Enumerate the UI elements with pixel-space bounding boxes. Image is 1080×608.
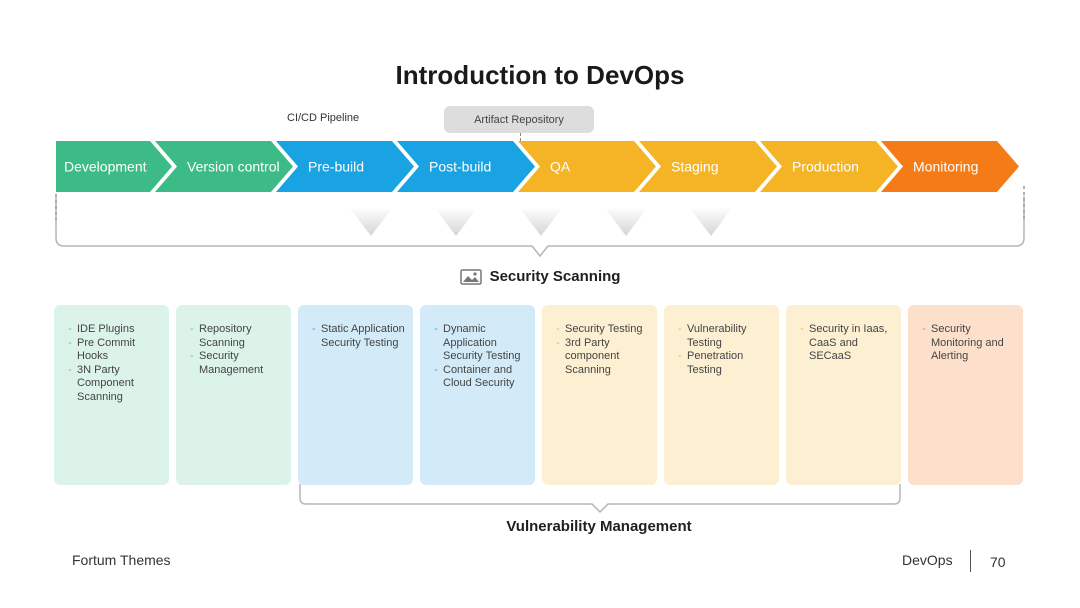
list-item: Repository Scanning [190,323,283,350]
list-item: Static Application Security Testing [312,323,405,350]
list-item: Pre Commit Hooks [68,337,161,364]
footer-brand: Fortum Themes [72,552,171,568]
stage-chevron-production [760,141,898,192]
card-version-control: Repository ScanningSecurity Management [176,305,291,485]
cicd-pipeline-label: CI/CD Pipeline [287,112,360,124]
list-item: 3rd Party component Scanning [556,337,649,378]
image-icon [459,268,482,285]
list-item: Security in Iaas, CaaS and SECaaS [800,323,893,364]
card-list: IDE PluginsPre Commit Hooks3N Party Comp… [68,323,161,404]
card-list: Repository ScanningSecurity Management [190,323,283,377]
card-list: Static Application Security Testing [312,323,405,350]
page-number: 70 [990,554,1006,570]
stage-chevron-version-control [155,141,293,192]
stage-label: Monitoring [913,159,978,175]
down-arrow-5 [689,207,733,236]
stage-chevron-qa [518,141,656,192]
artifact-connector [520,133,521,141]
stage-chevron-development [56,141,172,192]
stage-label: Pre-build [308,159,364,175]
footer-section: DevOps [902,552,953,568]
stage-label: Production [792,159,859,175]
card-post-build: Dynamic Application Security TestingCont… [420,305,535,485]
stage-chevron-pre-build [276,141,414,192]
card-list: Security Testing3rd Party component Scan… [556,323,649,377]
stage-label: Version control [187,159,280,175]
list-item: IDE Plugins [68,323,161,337]
list-item: Security Monitoring and Alerting [922,323,1015,364]
card-staging: Vulnerability TestingPenetration Testing [664,305,779,485]
card-list: Security in Iaas, CaaS and SECaaS [800,323,893,364]
stage-label: Staging [671,159,718,175]
down-arrow-3 [519,207,563,236]
security-scanning-label: Security Scanning [0,268,1080,285]
stage-chevron-staging [639,141,777,192]
stage-label: Development [64,159,147,175]
card-list: Vulnerability TestingPenetration Testing [678,323,771,377]
vulnerability-bracket [299,484,901,514]
card-monitoring: Security Monitoring and Alerting [908,305,1023,485]
card-development: IDE PluginsPre Commit Hooks3N Party Comp… [54,305,169,485]
card-qa: Security Testing3rd Party component Scan… [542,305,657,485]
stage-label: QA [550,159,571,175]
stage-chevron-monitoring [881,141,1019,192]
stage-label: Post-build [429,159,491,175]
pipeline-bracket [55,196,1025,258]
stage-chevron-post-build [397,141,535,192]
list-item: Dynamic Application Security Testing [434,323,527,364]
list-item: Security Management [190,350,283,377]
list-item: Security Testing [556,323,649,337]
pipeline-diagram: Development Version control Pre-build Post-… [55,141,1025,258]
footer-divider [970,550,971,572]
security-scanning-text: Security Scanning [489,268,621,285]
list-item: Vulnerability Testing [678,323,771,350]
card-list: Security Monitoring and Alerting [922,323,1015,364]
artifact-repository-pill: Artifact Repository [444,106,594,133]
page-title: Introduction to DevOps [395,60,685,90]
vulnerability-management-label: Vulnerability Management [506,518,692,535]
list-item: Container and Cloud Security [434,364,527,391]
card-pre-build: Static Application Security Testing [298,305,413,485]
card-list: Dynamic Application Security TestingCont… [434,323,527,391]
down-arrow-1 [349,207,393,236]
list-item: 3N Party Component Scanning [68,364,161,405]
down-arrow-2 [434,207,478,236]
down-arrow-4 [604,207,648,236]
list-item: Penetration Testing [678,350,771,377]
card-production: Security in Iaas, CaaS and SECaaS [786,305,901,485]
